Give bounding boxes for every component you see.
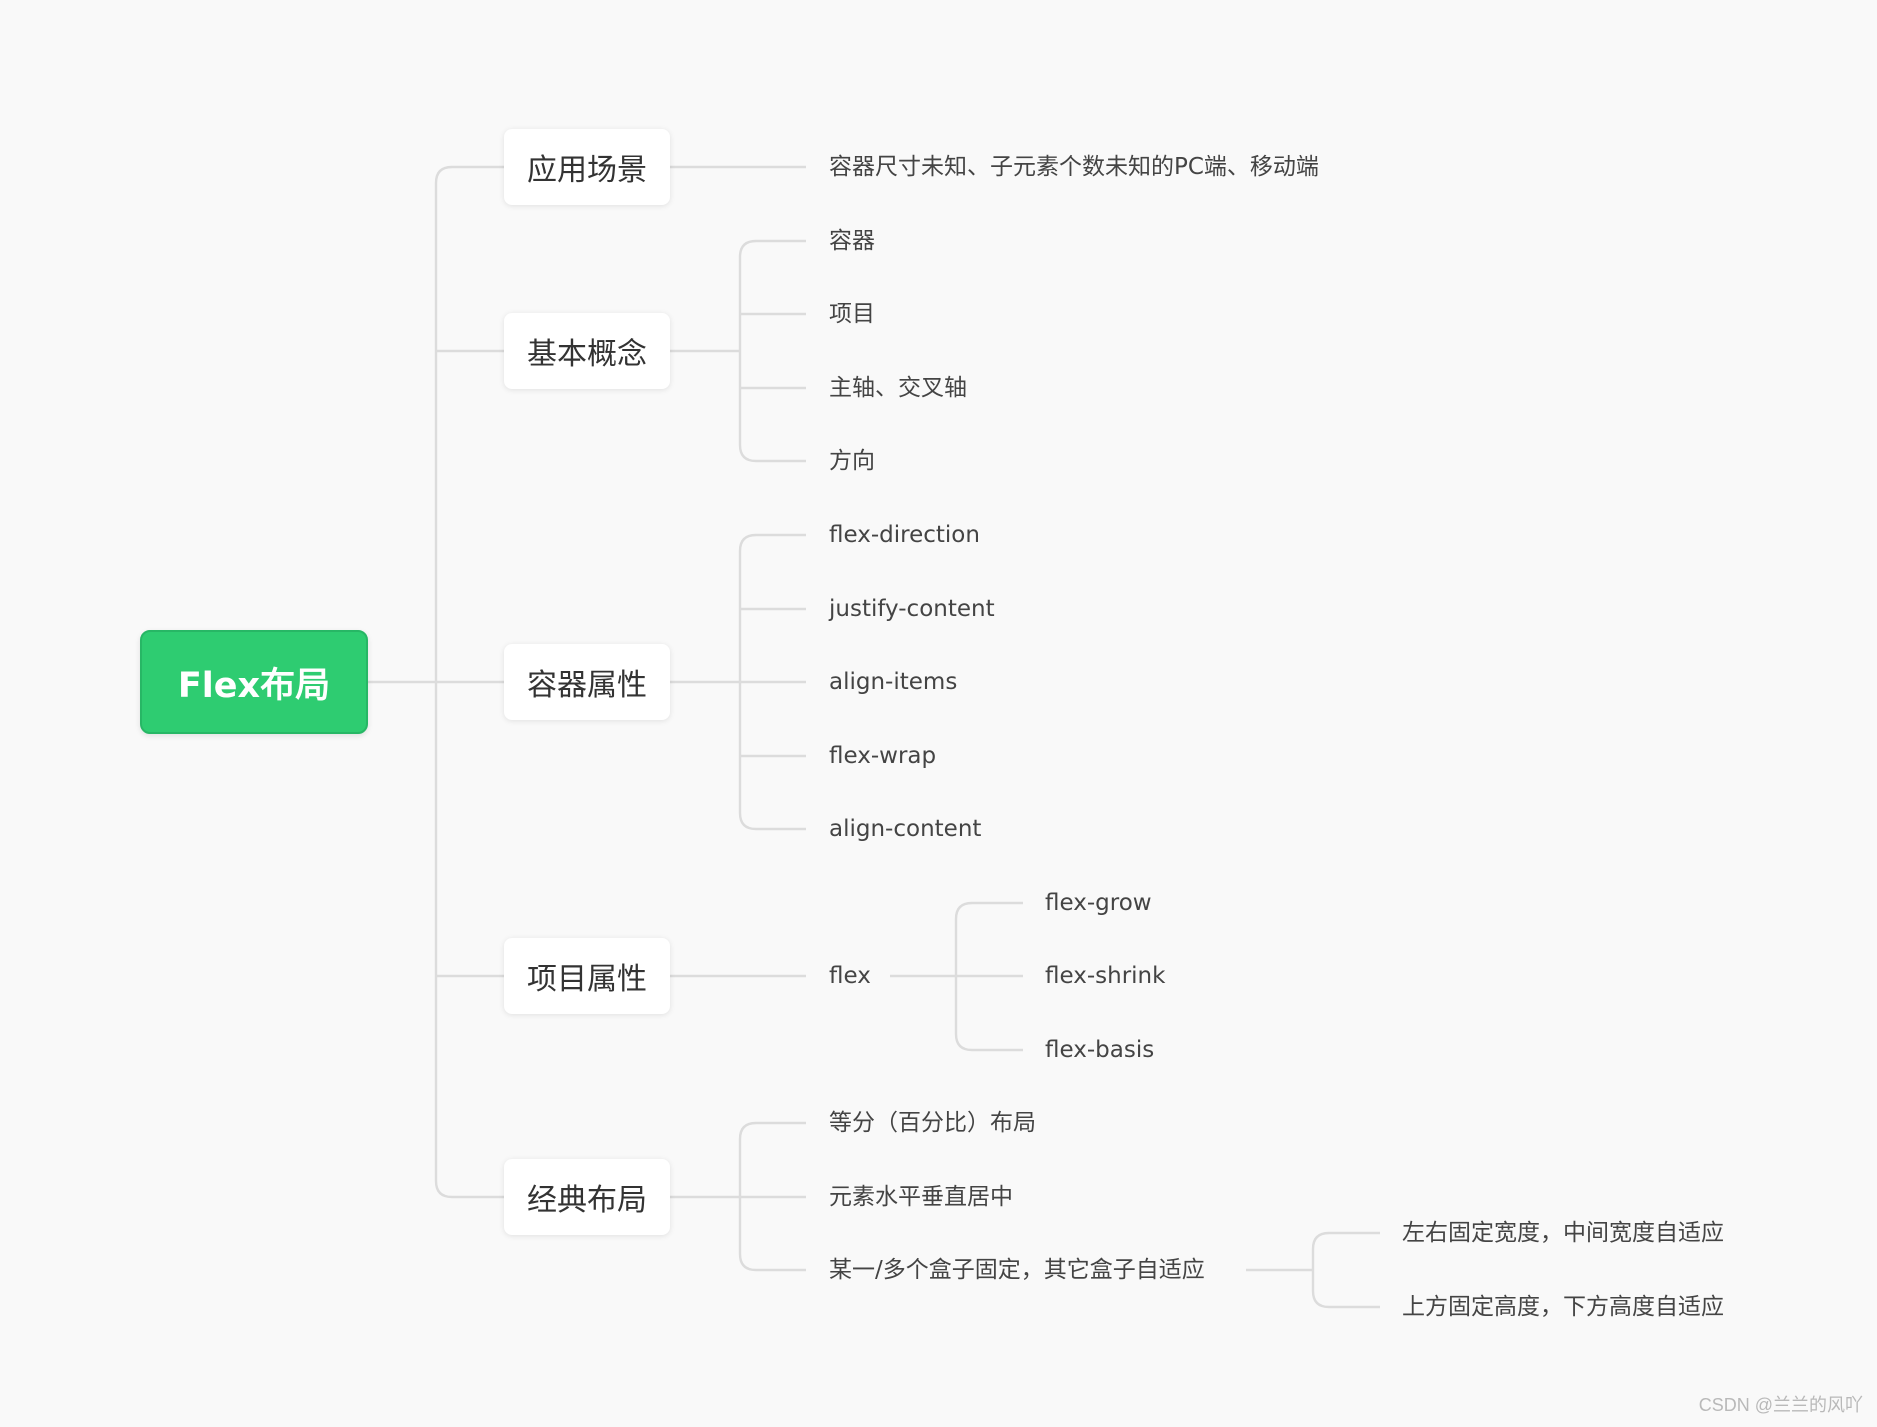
connector-flex — [890, 901, 1023, 1052]
leaf-concept-container[interactable]: 容器 — [829, 228, 875, 254]
connector-classic — [670, 1121, 806, 1272]
leaf-align-content[interactable]: align-content — [829, 816, 982, 842]
branch-container-props[interactable]: 容器属性 — [504, 644, 670, 720]
leaf-flex-basis[interactable]: flex-basis — [1045, 1037, 1155, 1063]
leaf-scene-usage[interactable]: 容器尺寸未知、子元素个数未知的PC端、移动端 — [829, 154, 1319, 180]
leaf-flex-grow[interactable]: flex-grow — [1045, 890, 1152, 916]
branch-item-props[interactable]: 项目属性 — [504, 938, 670, 1014]
connector-fixed-boxes — [1246, 1231, 1380, 1309]
connector-container-props — [670, 533, 806, 831]
leaf-fixed-width-sides[interactable]: 左右固定宽度，中间宽度自适应 — [1402, 1220, 1724, 1246]
leaf-flex-direction[interactable]: flex-direction — [829, 522, 980, 548]
leaf-equal-split-layout[interactable]: 等分（百分比）布局 — [829, 1110, 1036, 1136]
leaf-flex-wrap[interactable]: flex-wrap — [829, 743, 937, 769]
branch-concept[interactable]: 基本概念 — [504, 313, 670, 389]
leaf-fixed-height-top[interactable]: 上方固定高度，下方高度自适应 — [1402, 1294, 1724, 1320]
branch-classic-layouts[interactable]: 经典布局 — [504, 1159, 670, 1235]
leaf-flex-shrink[interactable]: flex-shrink — [1045, 963, 1166, 989]
leaf-concept-axis[interactable]: 主轴、交叉轴 — [829, 375, 967, 401]
leaf-flex[interactable]: flex — [829, 963, 871, 989]
leaf-justify-content[interactable]: justify-content — [829, 596, 995, 622]
leaf-concept-item[interactable]: 项目 — [829, 301, 875, 327]
leaf-align-items[interactable]: align-items — [829, 669, 958, 695]
root-node[interactable]: Flex布局 — [140, 630, 368, 734]
watermark-text: CSDN @兰兰的风吖 — [1698, 1395, 1863, 1415]
connector-root-branches — [434, 165, 504, 1199]
branch-scene[interactable]: 应用场景 — [504, 129, 670, 205]
leaf-fixed-boxes-layout[interactable]: 某一/多个盒子固定，其它盒子自适应 — [829, 1257, 1205, 1283]
leaf-concept-direction[interactable]: 方向 — [829, 448, 875, 474]
connector-concept — [670, 239, 806, 463]
leaf-center-layout[interactable]: 元素水平垂直居中 — [829, 1184, 1013, 1210]
